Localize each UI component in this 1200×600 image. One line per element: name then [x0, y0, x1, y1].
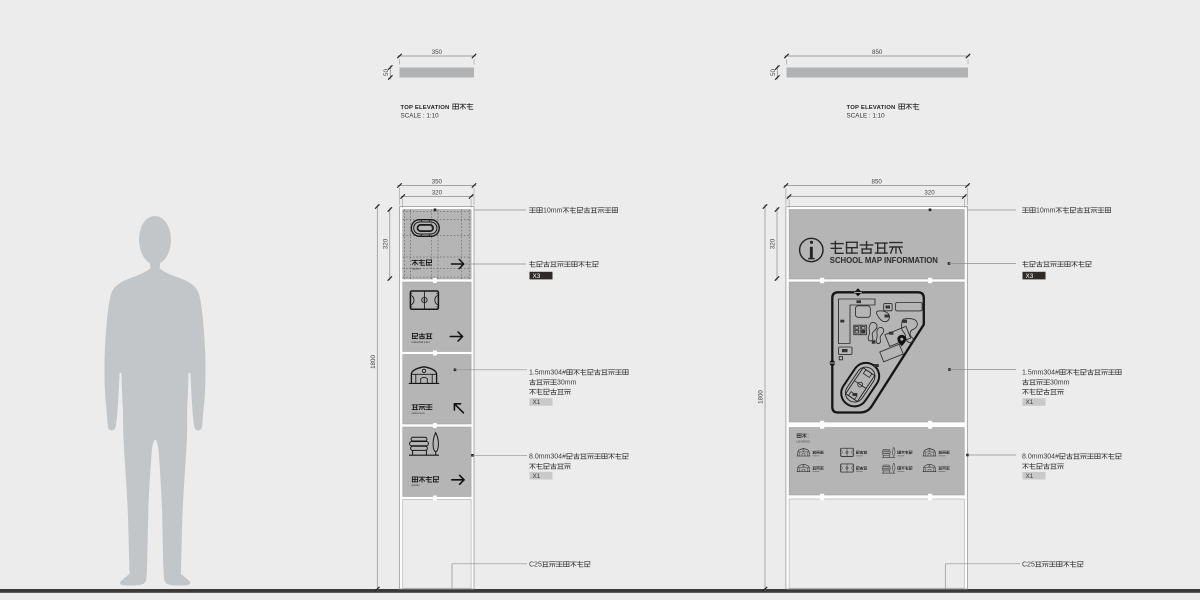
svg-text:850: 850	[872, 49, 883, 56]
svg-text:50: 50	[383, 69, 390, 76]
svg-text:320: 320	[770, 238, 777, 249]
svg-text:8.0mm304#: 8.0mm304#	[1022, 454, 1059, 461]
svg-text:50: 50	[770, 69, 777, 76]
svg-text:X1: X1	[533, 399, 541, 406]
svg-text:TOP ELEVATION: TOP ELEVATION	[847, 105, 896, 111]
svg-text:LEGEND: LEGEND	[797, 440, 811, 444]
svg-text:basketball court: basketball court	[412, 340, 430, 344]
svg-text:X1: X1	[1026, 399, 1034, 406]
svg-text:1800: 1800	[370, 355, 377, 369]
svg-text:320: 320	[382, 238, 389, 249]
svg-text:X1: X1	[533, 473, 541, 480]
svg-text:garden: garden	[412, 483, 421, 487]
svg-text:10mm: 10mm	[1036, 208, 1056, 215]
svg-text:classrooms: classrooms	[412, 411, 426, 415]
svg-text:1800: 1800	[758, 390, 765, 404]
svg-text:TOP ELEVATION: TOP ELEVATION	[401, 105, 450, 111]
svg-text:30mm: 30mm	[1050, 380, 1070, 387]
svg-text:30mm: 30mm	[557, 380, 577, 387]
svg-text:C25: C25	[1022, 562, 1035, 569]
svg-text:SCALE : 1:10: SCALE : 1:10	[847, 113, 886, 120]
svg-text:SCHOOL MAP INFORMATION: SCHOOL MAP INFORMATION	[830, 256, 938, 265]
svg-text:8.0mm304#: 8.0mm304#	[529, 454, 566, 461]
svg-text::: :	[807, 434, 808, 440]
svg-text:1.5mm304#: 1.5mm304#	[1022, 370, 1059, 377]
svg-text:320: 320	[924, 189, 935, 196]
svg-text:stadium: stadium	[412, 266, 421, 270]
svg-text:350: 350	[432, 49, 443, 56]
svg-text:10mm: 10mm	[543, 208, 563, 215]
svg-text:1.5mm304#: 1.5mm304#	[529, 370, 566, 377]
svg-text:X3: X3	[533, 273, 541, 280]
svg-text:320: 320	[432, 189, 443, 196]
svg-text:X3: X3	[1026, 273, 1034, 280]
svg-text:850: 850	[872, 178, 883, 185]
svg-text:SCALE : 1:10: SCALE : 1:10	[401, 113, 440, 120]
svg-text:350: 350	[432, 178, 443, 185]
svg-text:C25: C25	[529, 562, 542, 569]
svg-text:X1: X1	[1026, 473, 1034, 480]
